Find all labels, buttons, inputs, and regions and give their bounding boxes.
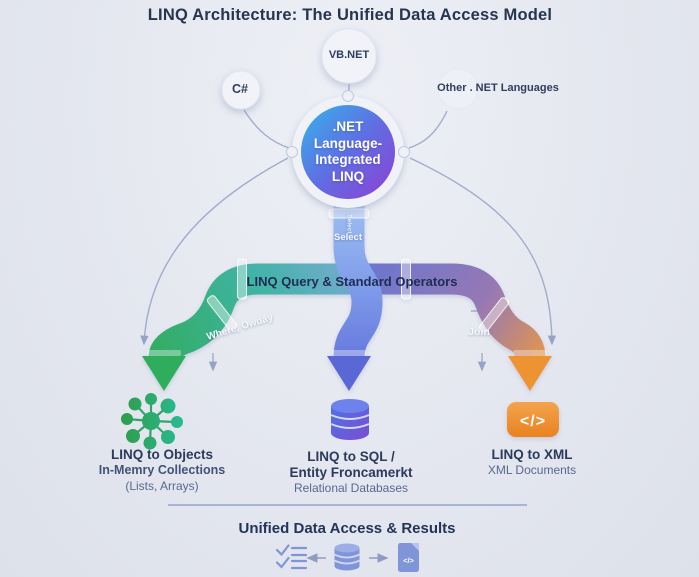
page-title: LINQ Architecture: The Unified Data Acce… xyxy=(147,6,553,24)
code-xml-icon: </> xyxy=(507,402,559,437)
language-bubble-vbnet xyxy=(321,28,377,84)
connector-other-to-hub xyxy=(408,110,448,149)
language-label-csharp: C# xyxy=(232,82,248,96)
objects-line3: (Lists, Arrays) xyxy=(125,479,199,493)
database-icon xyxy=(330,399,370,440)
database-small-icon xyxy=(334,543,360,571)
xml-glyph: </> xyxy=(520,413,546,430)
hub-node-left xyxy=(286,146,298,158)
xml-line2: XML Documents xyxy=(487,463,577,477)
hub-label-line2: Language- xyxy=(313,135,383,151)
language-label-vbnet: VB.NET xyxy=(328,49,370,61)
doc-glyph: </> xyxy=(403,556,414,565)
select-vertical-label: Select xyxy=(345,214,353,234)
pipe-right-branch xyxy=(368,263,546,359)
hub-label: .NET Language- Integrated LINQ xyxy=(314,119,382,185)
hub-label-line1: .NET xyxy=(332,119,364,134)
pipe-flanges xyxy=(206,208,510,333)
molecule-objects-icon xyxy=(121,393,183,450)
pipe-network xyxy=(142,190,552,391)
language-bubble-csharp xyxy=(221,70,261,110)
arrow-collars xyxy=(147,350,547,356)
connector-csharp-to-hub xyxy=(243,109,290,149)
objects-title: LINQ to Objects xyxy=(110,447,214,462)
code-document-icon: </> xyxy=(398,543,419,572)
hub-label-line3: Integrated xyxy=(315,152,381,167)
blue-arrowhead-icon xyxy=(327,356,371,391)
pipe-center-branch xyxy=(333,190,383,360)
hub-label-line4: LINQ xyxy=(331,168,365,184)
xml-title: LINQ to XML xyxy=(491,447,573,462)
sql-line2: Entity Froncamerkt xyxy=(289,465,413,480)
orange-arrowhead-icon xyxy=(508,356,552,391)
objects-line2: In-Memry Collections xyxy=(98,463,226,477)
select-label: Select xyxy=(334,232,362,243)
checklist-icon xyxy=(275,544,308,570)
connector-hub-to-xml-curve xyxy=(409,157,557,346)
hub-node-top xyxy=(342,90,354,102)
language-bubble-other xyxy=(437,68,479,110)
language-label-other: Other . NET Languages xyxy=(437,82,559,94)
hub-circle xyxy=(286,90,410,208)
sql-line3: Relational Databases xyxy=(293,481,409,495)
sql-title: LINQ to SQL / xyxy=(307,449,395,464)
hub-node-right xyxy=(398,146,410,158)
green-arrowhead-icon xyxy=(142,356,186,391)
banner-label: LINQ Query & Standard Operators xyxy=(246,274,458,289)
join-label: Join xyxy=(468,326,490,338)
footer-title: Unified Data Access & Results xyxy=(238,520,456,537)
connector-hub-to-objects-curve xyxy=(140,157,289,346)
